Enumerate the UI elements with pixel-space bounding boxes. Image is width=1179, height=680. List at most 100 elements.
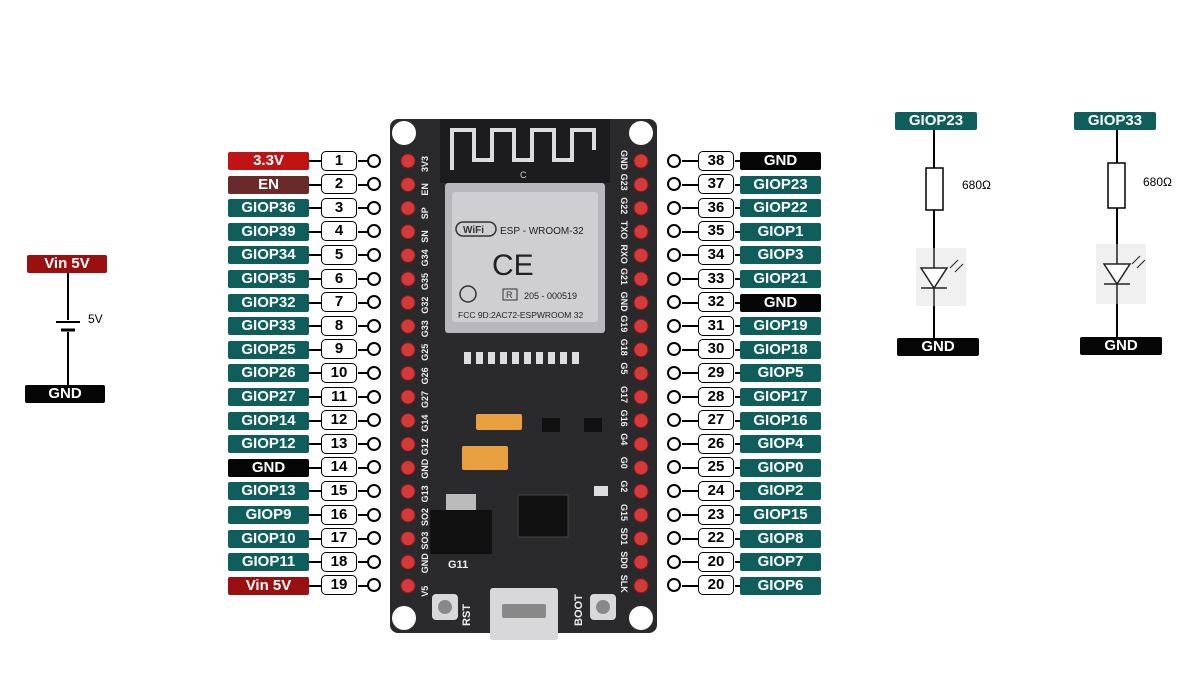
right-pin-dot	[667, 247, 681, 262]
silk-right-label: G5	[619, 362, 629, 374]
right-pin-dot	[667, 365, 681, 380]
regulator-tab	[446, 494, 476, 510]
led2-resistor	[1107, 162, 1126, 209]
right-pin-label: GIOP2	[740, 482, 821, 501]
mount-hole-tr	[629, 121, 653, 145]
left-pin-wire	[309, 348, 321, 351]
recycle-icon	[459, 285, 477, 303]
silk-left-label: SO2	[420, 508, 430, 526]
left-pin-label: GIOP34	[228, 246, 309, 265]
left-pin-label: GND	[228, 458, 309, 477]
left-pin-wire	[309, 254, 321, 257]
right-pin-wire	[682, 514, 698, 516]
left-pin-number: 14	[321, 457, 357, 478]
left-pin-dot	[367, 342, 381, 357]
right-pin-dot	[667, 271, 681, 286]
silk-left-label: V5	[420, 586, 430, 597]
right-pin-number: 30	[698, 339, 734, 360]
left-pin-label: GIOP13	[228, 482, 309, 501]
left-pin-wire	[309, 514, 321, 516]
right-pin-dot	[667, 483, 681, 498]
header-pad	[400, 507, 416, 523]
right-pin-wire	[735, 584, 740, 587]
left-pin-label: 3.3V	[228, 152, 309, 170]
right-pin-label: GIOP17	[740, 388, 821, 406]
left-pin-wire	[358, 514, 368, 516]
silk-right-label: G16	[619, 410, 629, 427]
right-pin-number: 32	[698, 292, 734, 313]
silk-right-label: GND	[619, 150, 629, 171]
right-pin-number: 24	[698, 480, 734, 501]
rst-button-cap	[438, 600, 452, 614]
right-pin-dot	[667, 507, 681, 522]
silk-right-label: G17	[619, 386, 629, 403]
silk-right-label: G4	[619, 433, 629, 445]
header-pad	[400, 342, 416, 358]
right-pin-wire	[682, 183, 698, 186]
right-pin-number: 33	[698, 268, 734, 289]
header-pad	[633, 413, 649, 429]
left-pin-dot	[367, 507, 381, 522]
right-pin-number: 28	[698, 386, 734, 407]
left-pin-wire	[358, 466, 368, 469]
right-pin-dot	[667, 200, 681, 215]
right-pin-number: 37	[698, 174, 734, 195]
right-pin-wire	[682, 207, 698, 210]
right-pin-label: GND	[740, 293, 821, 312]
led1-resistor-label: 680Ω	[962, 178, 991, 192]
left-pin-label: GIOP36	[228, 199, 309, 218]
left-pin-wire	[309, 325, 321, 328]
left-pin-dot	[367, 389, 381, 404]
right-pin-label: GIOP3	[740, 246, 821, 265]
right-pin-label: GIOP1	[740, 222, 821, 241]
left-pin-wire	[358, 254, 368, 257]
left-pin-number: 12	[321, 410, 357, 431]
left-pin-wire	[309, 537, 321, 540]
right-pin-number: 27	[698, 410, 734, 431]
left-pin-wire	[309, 301, 321, 304]
led1-diode-icon	[919, 248, 949, 306]
right-pin-dot	[667, 389, 681, 404]
left-pin-label: GIOP33	[228, 317, 309, 336]
header-pad	[633, 295, 649, 311]
silk-left-label: GND	[420, 553, 430, 574]
left-pin-dot	[367, 177, 381, 192]
led1-gnd-label: GND	[897, 338, 979, 356]
left-pin-number: 11	[321, 386, 357, 407]
right-pin-wire	[735, 183, 740, 186]
right-pin-dot	[667, 342, 681, 357]
right-pin-wire	[682, 372, 698, 375]
header-pad	[400, 578, 416, 594]
led1-light-icon	[949, 259, 964, 273]
left-pin-wire	[309, 561, 321, 564]
regulator	[430, 510, 492, 554]
ce-mark: CE	[492, 249, 534, 282]
right-pin-wire	[735, 537, 740, 540]
silk-labels: 3V3ENSPSNG34G35G32G33G25G26G27G14G12GNDG…	[420, 150, 629, 597]
right-pin-number: 36	[698, 197, 734, 218]
cert-label: 205 - 000519	[524, 291, 577, 301]
header-pad	[400, 483, 416, 499]
r-mark-box	[502, 288, 518, 301]
header-pad	[400, 177, 416, 193]
right-pin-wire	[735, 325, 740, 328]
right-pin-dot	[667, 177, 681, 192]
left-pin-wire	[309, 183, 321, 186]
right-pin-dot	[667, 153, 681, 168]
boot-label: BOOT	[573, 594, 585, 626]
left-pin-wire	[358, 372, 368, 375]
right-pin-wire	[735, 514, 740, 516]
led2-gnd-label: GND	[1080, 337, 1162, 355]
header-pad	[400, 389, 416, 405]
right-pin-label: GIOP16	[740, 411, 821, 430]
right-pin-number: 35	[698, 221, 734, 242]
boot-button-cap	[596, 600, 610, 614]
right-pin-wire	[682, 396, 698, 398]
led2-light-icon	[1131, 255, 1146, 269]
right-pin-wire	[682, 230, 698, 233]
header-pad	[633, 436, 649, 452]
header-pad	[400, 153, 416, 169]
header-pad	[400, 295, 416, 311]
module-pad	[476, 352, 483, 364]
